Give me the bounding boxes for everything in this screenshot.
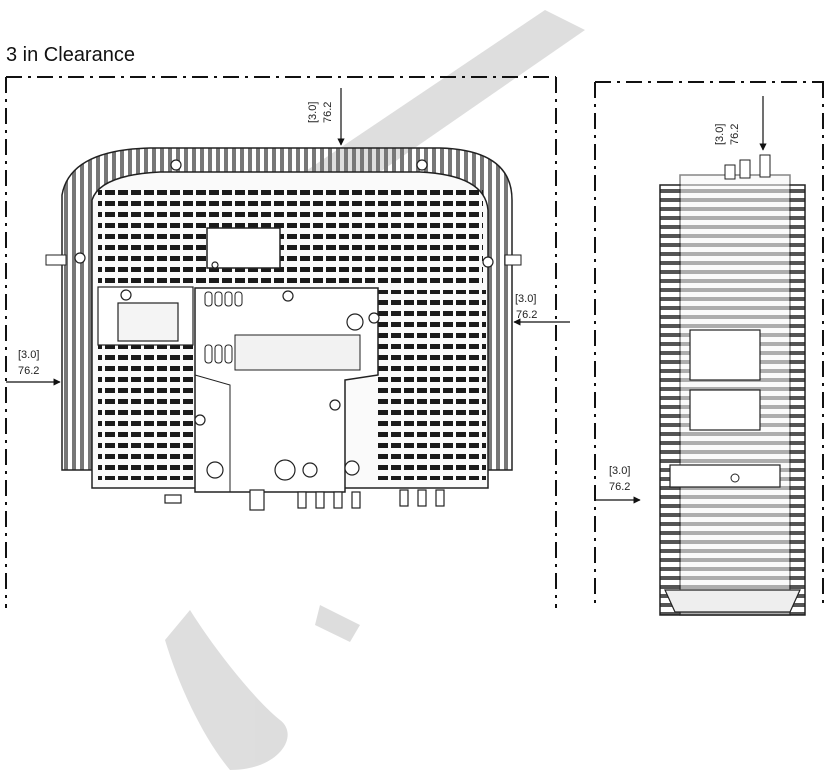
dim-right-front-mm: 76.2 (516, 309, 537, 321)
dim-left-front-inch: [3.0] (18, 349, 39, 361)
dim-right-front-inch: [3.0] (515, 293, 536, 305)
dim-top-side-inch: [3.0] (714, 124, 726, 145)
dim-top-front-mm: 76.2 (322, 102, 334, 123)
side-view-unit (660, 155, 805, 615)
dim-top-side-mm: 76.2 (729, 124, 741, 145)
dim-left-side-mm: 76.2 (609, 481, 630, 493)
dim-left-front-mm: 76.2 (18, 365, 39, 377)
dim-top-front-inch: [3.0] (307, 102, 319, 123)
front-view-unit (46, 148, 521, 510)
label-plate (207, 228, 280, 268)
dim-left-side-inch: [3.0] (609, 465, 630, 477)
